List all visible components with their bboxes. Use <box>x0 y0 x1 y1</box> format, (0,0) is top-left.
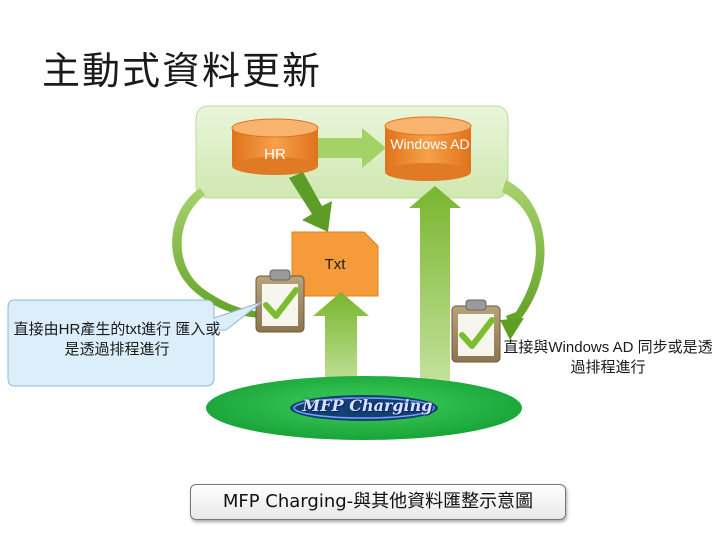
windows-ad-database-icon <box>384 116 472 181</box>
callout-left-text: 直接由HR產生的txt進行 匯入或是透過排程進行 <box>13 321 221 358</box>
txt-label: Txt <box>324 256 346 273</box>
clipboard-check-icon <box>451 299 501 363</box>
caption-box: MFP Charging-與其他資料匯整示意圖 <box>190 484 566 520</box>
curved-arrow-left <box>172 188 278 328</box>
callout-right-text: 直接與Windows AD 同步或是透過排程進行 <box>503 339 713 376</box>
arrow-up-to-txt <box>313 292 369 392</box>
arrow-hr-to-txt <box>289 172 332 232</box>
mfp-charging-logo: MFP Charging <box>302 396 433 415</box>
hr-label: HR <box>264 146 286 163</box>
callout-left-bubble <box>7 299 263 387</box>
clipboard-check-icon <box>255 269 305 333</box>
hr-database-icon <box>231 118 319 175</box>
curved-arrow-right <box>502 180 545 332</box>
windows-ad-label: Windows AD <box>390 136 470 152</box>
arrow-hr-to-ad <box>318 128 386 168</box>
page-title: 主動式資料更新 <box>42 49 323 93</box>
arrow-up-to-ad <box>409 186 461 392</box>
